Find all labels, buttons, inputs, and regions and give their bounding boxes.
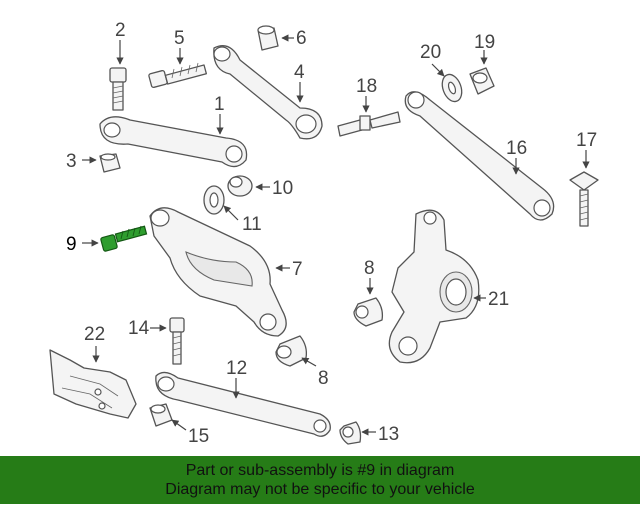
part-14-bolt[interactable] bbox=[169, 317, 185, 365]
callout-21: 21 bbox=[488, 289, 509, 310]
callout-5: 5 bbox=[174, 28, 185, 49]
part-18-pin[interactable] bbox=[337, 111, 401, 137]
banner-line-2: Diagram may not be specific to your vehi… bbox=[165, 481, 475, 498]
part-3-nut[interactable] bbox=[99, 153, 121, 173]
callout-11: 11 bbox=[242, 214, 262, 235]
callout-13: 13 bbox=[378, 424, 399, 445]
callout-10: 10 bbox=[272, 178, 293, 199]
callout-19: 19 bbox=[474, 32, 495, 53]
callout-18: 18 bbox=[356, 76, 377, 97]
callout-16: 16 bbox=[506, 138, 527, 159]
callout-6: 6 bbox=[296, 28, 307, 49]
part-19-nut[interactable] bbox=[469, 67, 495, 95]
callout-22: 22 bbox=[84, 324, 105, 345]
callout-8-upper: 8 bbox=[364, 258, 375, 279]
part-22-shield[interactable] bbox=[49, 349, 137, 419]
part-17-bolt[interactable] bbox=[569, 171, 599, 227]
callout-7: 7 bbox=[292, 259, 303, 280]
part-10-bushing[interactable] bbox=[227, 175, 253, 197]
callout-3: 3 bbox=[66, 151, 77, 172]
callout-17: 17 bbox=[576, 130, 597, 151]
part-9-bolt[interactable] bbox=[100, 225, 148, 252]
callout-15: 15 bbox=[188, 426, 209, 447]
part-4-control-arm[interactable] bbox=[213, 45, 323, 140]
banner-line-1: Part or sub-assembly is #9 in diagram bbox=[185, 462, 455, 479]
part-8-bushing-upper[interactable] bbox=[353, 297, 384, 327]
part-11-washer[interactable] bbox=[203, 185, 225, 215]
part-6-nut[interactable] bbox=[257, 25, 279, 51]
callout-12: 12 bbox=[226, 358, 247, 379]
part-15-nut[interactable] bbox=[149, 403, 173, 427]
callout-2: 2 bbox=[115, 20, 126, 41]
part-20-washer[interactable] bbox=[439, 72, 465, 104]
part-13-bushing[interactable] bbox=[339, 421, 362, 445]
callout-20: 20 bbox=[420, 42, 441, 63]
part-12-toe-link[interactable] bbox=[155, 371, 331, 437]
part-8-bushing-lower[interactable] bbox=[275, 335, 308, 367]
part-2-bolt[interactable] bbox=[109, 67, 127, 111]
part-21-knuckle[interactable] bbox=[388, 209, 480, 364]
info-banner: Part or sub-assembly is #9 in diagram Di… bbox=[0, 456, 640, 504]
callout-4: 4 bbox=[294, 62, 305, 83]
callout-1: 1 bbox=[214, 94, 225, 115]
callout-8-lower: 8 bbox=[318, 368, 329, 389]
parts-diagram: 2 5 6 4 1 3 10 bbox=[49, 20, 599, 447]
part-5-bolt[interactable] bbox=[148, 62, 208, 89]
part-1-control-arm[interactable] bbox=[99, 116, 248, 168]
part-16-link[interactable] bbox=[404, 91, 555, 221]
callout-9: 9 bbox=[66, 234, 77, 255]
part-7-control-arm[interactable] bbox=[149, 207, 287, 337]
callout-14: 14 bbox=[128, 318, 150, 339]
